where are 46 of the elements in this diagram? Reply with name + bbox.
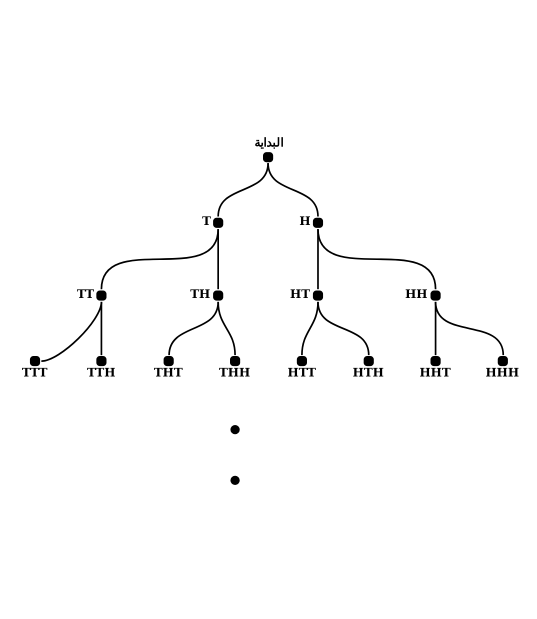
node-circle	[296, 356, 307, 366]
node-label: HTH	[352, 366, 384, 380]
connector	[217, 229, 219, 290]
connector	[100, 302, 102, 356]
node-label: THT	[154, 366, 183, 380]
node-circle	[96, 290, 106, 301]
node-circle	[312, 218, 324, 228]
node-label: HHH	[485, 366, 520, 380]
node-label: البداية	[254, 135, 284, 150]
connector	[41, 302, 102, 362]
connector	[217, 163, 269, 217]
node-label: HHT	[420, 366, 451, 380]
connector	[267, 163, 319, 217]
connector	[434, 302, 436, 356]
node-circle	[213, 218, 224, 228]
node-circle	[230, 424, 240, 434]
node-label: HT	[290, 286, 310, 301]
node-label: TH	[190, 286, 210, 301]
node-label: TTH	[87, 366, 116, 380]
node-circle	[498, 356, 508, 366]
node-circle	[164, 356, 174, 366]
connector	[317, 229, 319, 290]
connector	[217, 302, 236, 356]
connector	[100, 228, 219, 290]
node-circle	[430, 356, 441, 366]
node-label: H	[299, 214, 311, 228]
node-circle	[430, 290, 441, 301]
connector	[301, 302, 319, 356]
node-circle	[230, 476, 240, 486]
connector	[317, 302, 370, 356]
node-circle	[364, 356, 374, 366]
node-circle	[96, 356, 106, 366]
node-label: TTT	[22, 366, 48, 380]
node-circle	[263, 152, 274, 162]
node-circle	[213, 290, 224, 301]
node-label: TT	[76, 286, 94, 301]
node-circle	[30, 356, 40, 366]
node-circle	[230, 356, 240, 366]
node-circle	[312, 290, 324, 301]
node-label: T	[202, 214, 211, 228]
connector	[168, 302, 219, 356]
node-label: HTT	[288, 366, 316, 380]
connector	[317, 228, 436, 290]
connector	[434, 302, 504, 356]
node-label: HH	[405, 286, 428, 301]
node-label: THH	[219, 366, 250, 380]
